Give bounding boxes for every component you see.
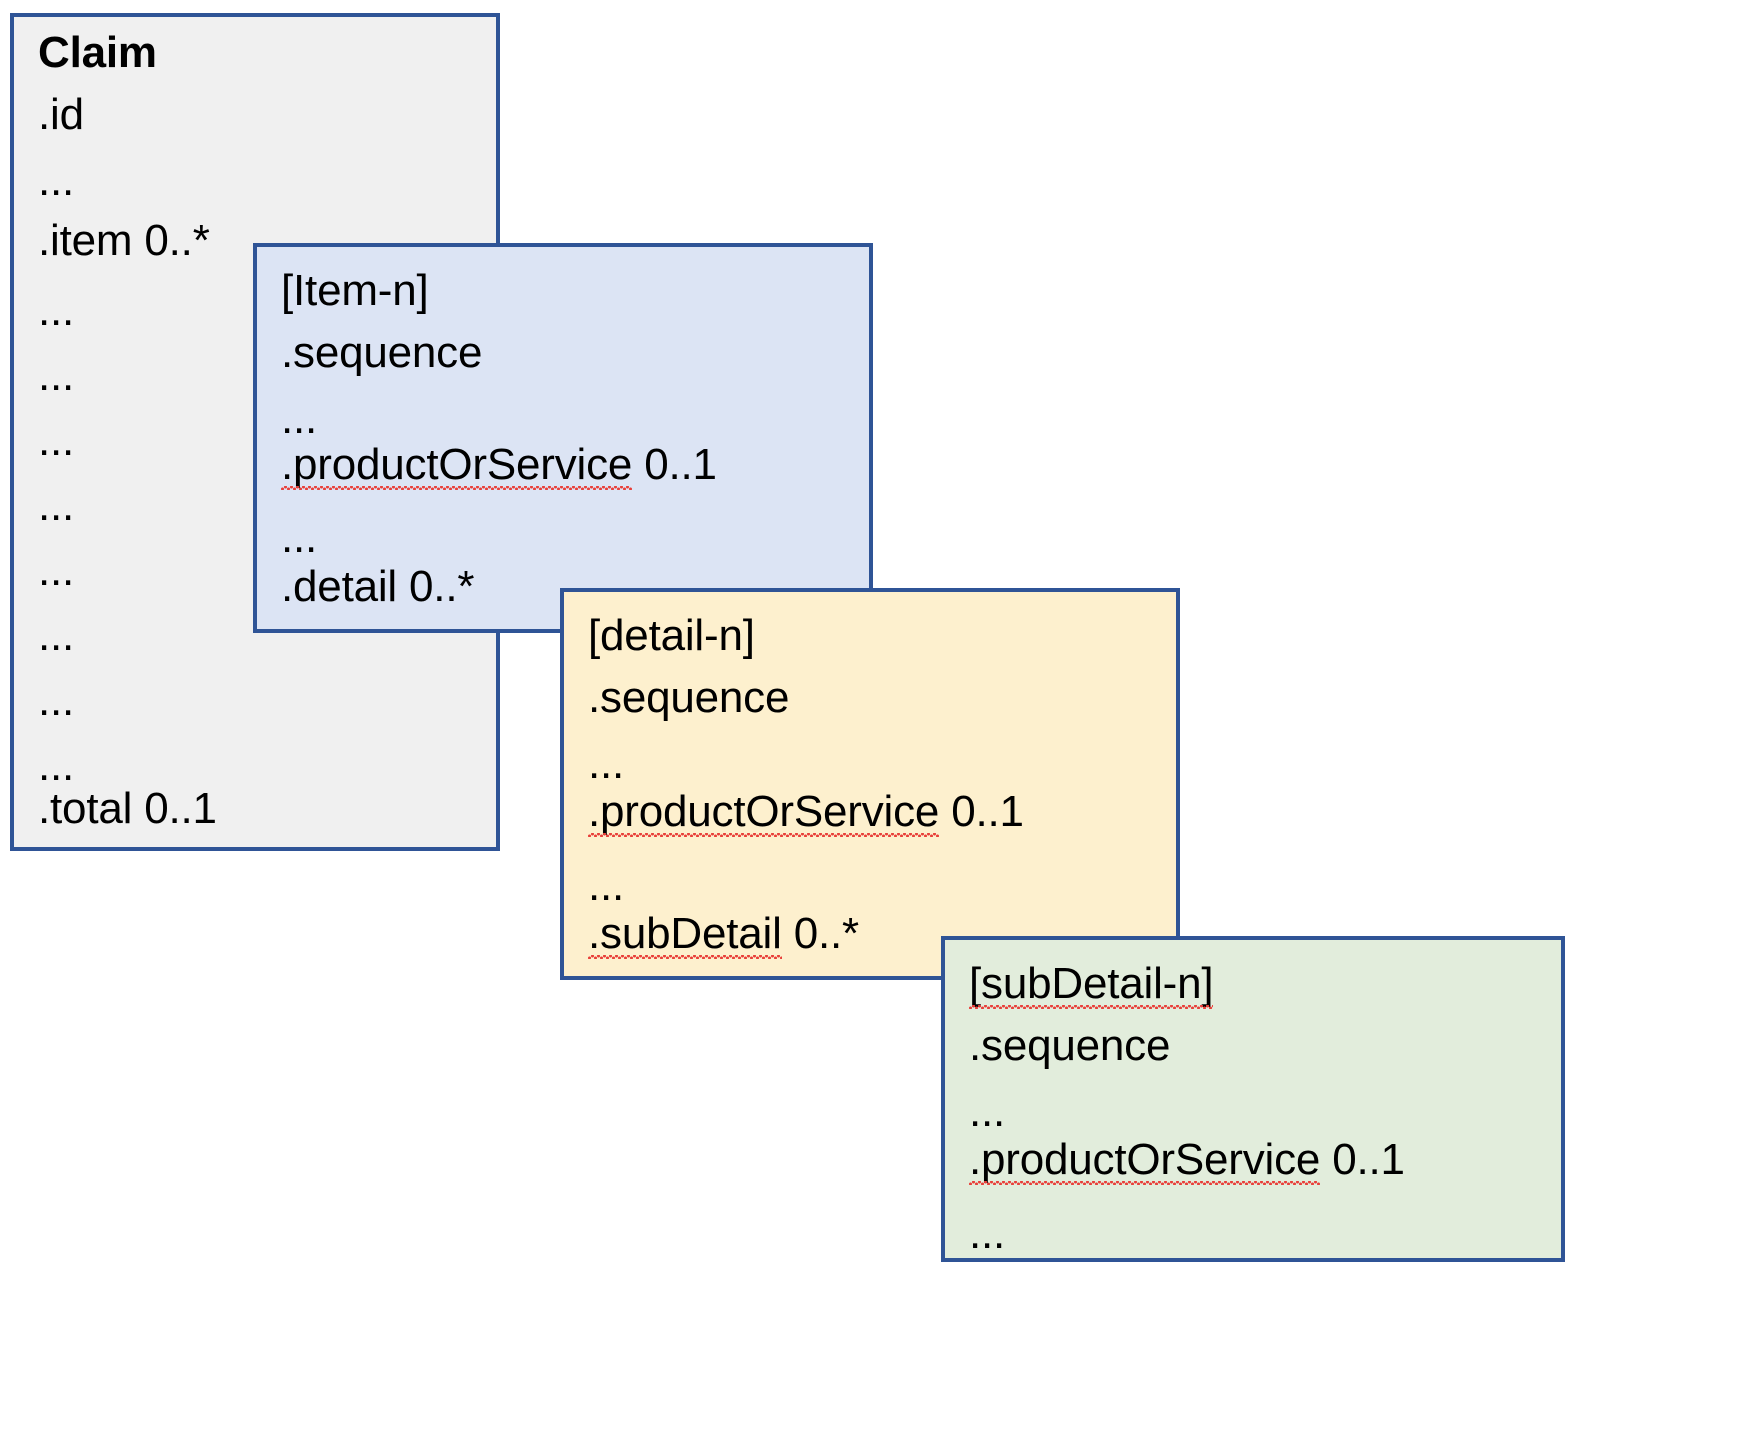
- detail-line: .sequence: [588, 673, 790, 722]
- detail-line: .subDetail 0..*: [588, 909, 859, 959]
- subdetail-line: [subDetail-n]: [969, 959, 1214, 1009]
- claim-line: .total 0..1: [38, 784, 217, 833]
- claim-line: ...: [38, 286, 75, 335]
- subdetail-line: .productOrService 0..1: [969, 1135, 1405, 1185]
- item-card-body: [Item-n].sequence....productOrService 0.…: [257, 247, 869, 629]
- detail-line: ...: [588, 739, 625, 788]
- claim-line: ...: [38, 611, 75, 660]
- spellcheck-underline: .subDetail: [588, 909, 782, 959]
- item-line: ...: [281, 513, 318, 562]
- detail-line: ...: [588, 861, 625, 910]
- claim-line: ...: [38, 741, 75, 790]
- detail-card-body: [detail-n].sequence....productOrService …: [564, 592, 1176, 976]
- item-card[interactable]: [Item-n].sequence....productOrService 0.…: [253, 243, 873, 633]
- claim-line: ...: [38, 546, 75, 595]
- claim-line: .item 0..*: [38, 216, 210, 265]
- detail-card[interactable]: [detail-n].sequence....productOrService …: [560, 588, 1180, 980]
- claim-line: ...: [38, 351, 75, 400]
- item-line: .detail 0..*: [281, 562, 475, 611]
- subdetail-line: .sequence: [969, 1021, 1171, 1070]
- spellcheck-underline: .productOrService: [969, 1135, 1321, 1185]
- claim-card-body: Claim .id... .item 0..*...................…: [14, 17, 496, 847]
- item-line: [Item-n]: [281, 266, 429, 315]
- subdetail-line: ...: [969, 1209, 1006, 1258]
- subdetail-line: ...: [969, 1087, 1006, 1136]
- claim-line: ...: [38, 156, 75, 205]
- detail-line: [detail-n]: [588, 611, 755, 660]
- spellcheck-underline: .productOrService: [588, 787, 940, 837]
- item-line: ...: [281, 394, 318, 443]
- item-line: .productOrService 0..1: [281, 440, 717, 490]
- item-line: .sequence: [281, 328, 483, 377]
- subdetail-card-body: [subDetail-n].sequence....productOrServi…: [945, 940, 1561, 1258]
- claim-line: ...: [38, 416, 75, 465]
- spellcheck-underline: .productOrService: [281, 440, 633, 490]
- subdetail-card[interactable]: [subDetail-n].sequence....productOrServi…: [941, 936, 1565, 1262]
- claim-line: Claim: [38, 28, 157, 77]
- claim-line: ...: [38, 481, 75, 530]
- spellcheck-underline: [subDetail-n]: [969, 959, 1214, 1009]
- claim-line: .id: [38, 90, 84, 139]
- detail-line: .productOrService 0..1: [588, 787, 1024, 837]
- claim-line: ...: [38, 676, 75, 725]
